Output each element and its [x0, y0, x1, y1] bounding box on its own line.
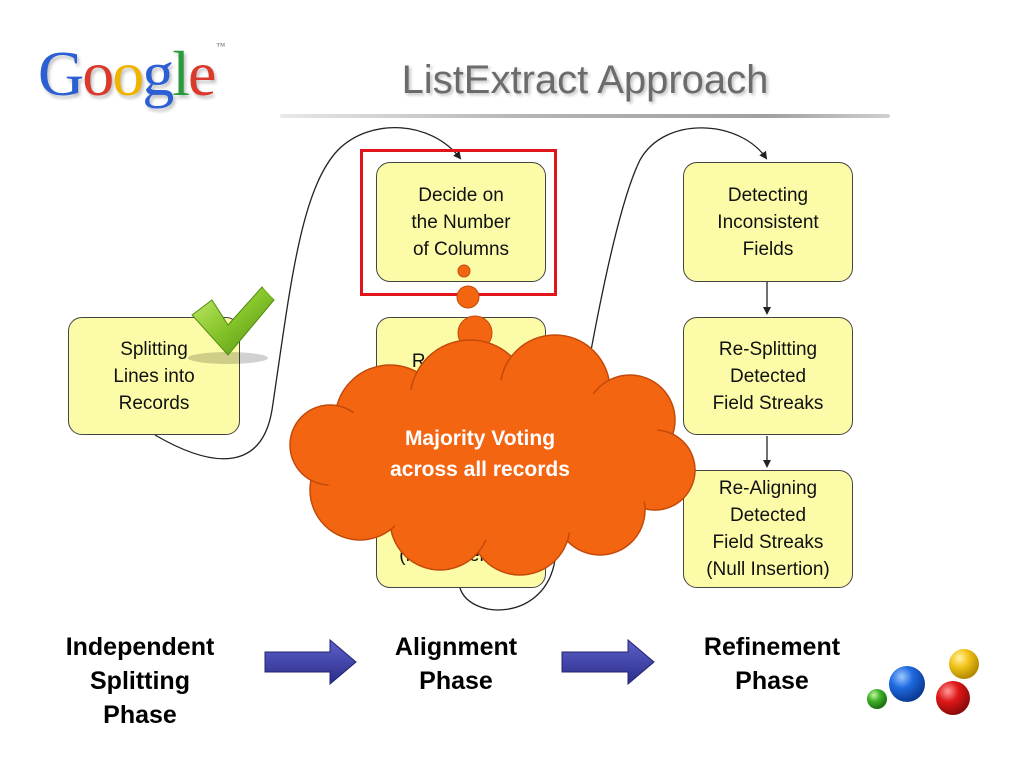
phase-refinement: Refinement Phase [703, 633, 841, 695]
cloud-fill [320, 380, 670, 540]
box-detecting-inconsistent: Detecting Inconsistent Fields [683, 162, 853, 282]
box-resplitting-detected: Re-Splitting Detected Field Streaks [683, 317, 853, 435]
title-rule [280, 114, 890, 118]
colored-balls-icon [867, 649, 979, 715]
box-decide-columns: Decide on the Number of Columns [376, 162, 546, 282]
slide-title: ListExtract Approach [401, 58, 769, 102]
logo-letter: l [172, 38, 190, 109]
logo-letter: o [82, 38, 114, 109]
checkmark-icon [188, 286, 275, 364]
connector-splitting-to-decide [154, 126, 462, 460]
logo-letter: G [38, 38, 84, 109]
connector-alignment-to-detecting [459, 127, 768, 611]
box-realigning-detected: Re-Aligning Detected Field Streaks (Null… [683, 470, 853, 588]
phase-arrow-2 [561, 638, 655, 686]
phase-arrow-1 [264, 638, 357, 686]
phase-independent-splitting: Independent Splitting Phase [65, 633, 215, 729]
thought-bubbles [456, 264, 493, 351]
logo-letter: g [142, 38, 174, 109]
phase-alignment: Alignment Phase [394, 633, 518, 695]
trademark-symbol: ™ [216, 41, 226, 51]
logo-letter: o [112, 38, 144, 109]
cloud-label: Majority Voting across all records [390, 427, 570, 481]
logo-letter: e [188, 38, 216, 109]
